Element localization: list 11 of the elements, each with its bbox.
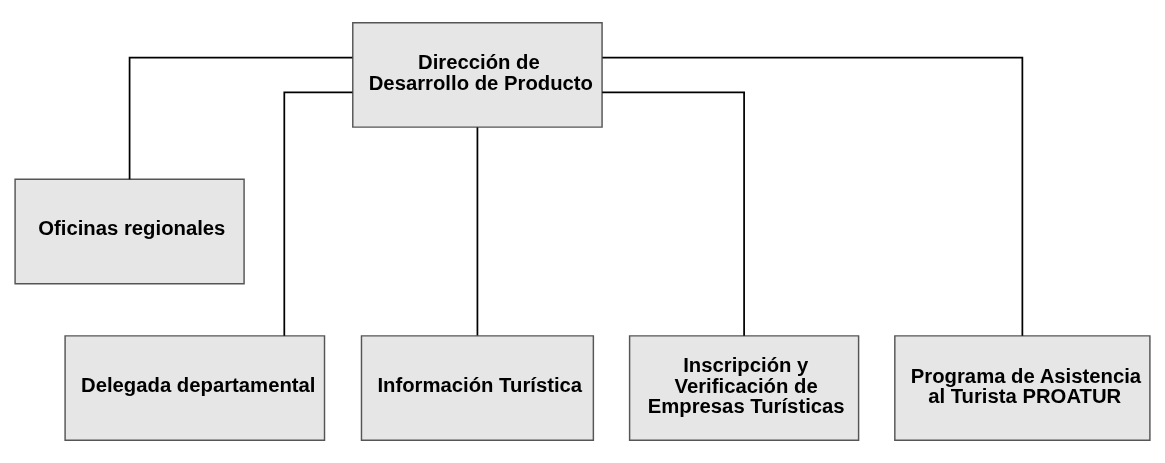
node-box: Inscripción y Verificación de Empresas Turísticas [628,335,860,441]
connector [601,91,745,337]
node-box: Delegada departamental [64,335,326,441]
connector [476,126,479,337]
node-box: Oficinas regionales [14,178,245,285]
node-box: Dirección de Desarrollo de Producto [352,22,603,128]
connector [283,91,354,337]
connector [601,56,1024,337]
node-box: Información Turística [360,335,595,441]
node-box: Programa de Asistencia al Turista PROATUR [894,335,1151,441]
connector [128,56,354,181]
